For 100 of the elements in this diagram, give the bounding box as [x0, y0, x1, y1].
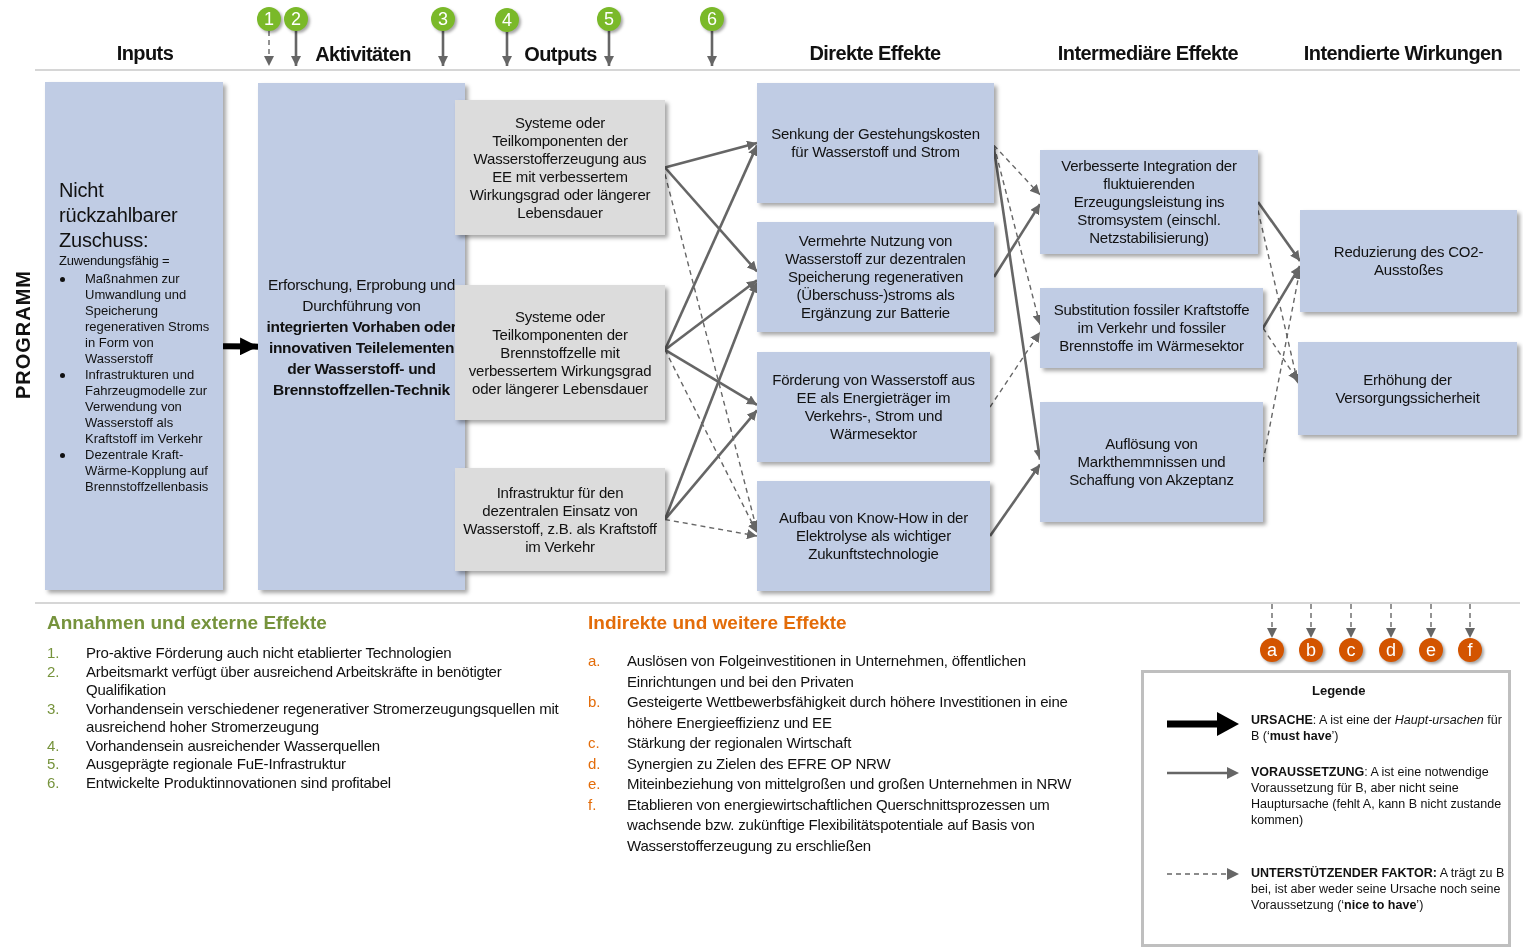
row-heading: PROGRAMM	[12, 270, 35, 400]
effect-card	[1040, 402, 1263, 522]
column-heading: Inputs	[115, 42, 175, 65]
arrow	[502, 32, 512, 66]
arrow	[993, 144, 1041, 196]
marker-text: e	[1426, 639, 1436, 662]
heading-text: Aktivitäten	[315, 43, 411, 66]
indirect-effect-marker	[1260, 638, 1284, 662]
list-item-text: Gesteigerte Wettbewerbsfähigkeit durch höhere Investitionen in eine höhere Energieeffizienz und EE	[627, 692, 1069, 733]
node-text: Senkung der Gestehungskosten für Wasserstoff und Strom	[770, 125, 981, 161]
node-text: Nicht rückzahlbarer Zuschuss:	[58, 177, 179, 253]
effect-card	[1040, 150, 1258, 254]
list-item-text: Arbeitsmarkt verfügt über ausreichend Arbeitskräfte in benötigter Qualifikation	[86, 662, 503, 700]
legend-text: VORAUSSETZUNG: A ist eine notwendige Voraussetzung für B, aber nicht seine Hauptursache (fehlt A, kann B nicht zustande kommen)	[1251, 764, 1503, 828]
marker-text: c	[1346, 639, 1356, 662]
arrow	[664, 349, 758, 534]
arrow	[1256, 201, 1302, 262]
node-text: Erforschung, Erprobung und Durchführung von integrierten Vorhaben oder innovativen Teilelementen der Wasserstoff- und Brennstoffzellen-Technik	[265, 274, 458, 400]
bullet-item-text: Maßnahmen zur Umwandlung und Speicherung regenerativen Stroms in Form von Wasserstoff	[85, 270, 211, 367]
list-item-text: Vorhandensein verschiedener regenerativer Stromerzeugungsquellen mit ausreichend hoher Stromerzeugung	[86, 699, 560, 737]
list-marker: e.	[588, 774, 602, 794]
arrow	[1262, 327, 1299, 382]
effect-card	[1298, 342, 1517, 435]
marker-text: d	[1386, 639, 1396, 662]
input-panel	[45, 82, 223, 590]
marker-text: b	[1306, 639, 1316, 662]
assumption-marker	[284, 7, 308, 31]
output-card	[455, 468, 665, 571]
activity-panel	[258, 83, 465, 590]
heading-text: Outputs	[524, 43, 597, 66]
list-marker: c.	[588, 733, 601, 753]
legend-text: URSACHE: A ist eine der Haupt-ursachen für B (‘must have’)	[1251, 712, 1503, 744]
legend-text: UNTERSTÜTZENDER FAKTOR: A trägt zu B bei, ist aber weder seine Ursache noch seine Voraussetzung (‘nice to have’)	[1251, 865, 1506, 913]
effect-card	[1300, 210, 1517, 312]
bullet-item-text: Infrastrukturen und Fahrzeugmodelle zur Verwendung von Wasserstoff als Kraftstoff im Verkehr	[85, 366, 209, 447]
arrow	[1257, 209, 1301, 385]
arrow	[664, 279, 758, 351]
node-text: Reduzierung des CO2-Ausstoßes	[1332, 243, 1485, 279]
arrow	[1267, 603, 1277, 639]
arrow	[664, 518, 758, 540]
list-item-text: Vorhandensein ausreichender Wasserquellen	[86, 736, 381, 755]
marker-text: 3	[438, 8, 448, 31]
indirect-effect-marker	[1458, 638, 1482, 662]
arrow	[1386, 603, 1396, 639]
node-text: Auflösung von Markthemmnissen und Schaffung von Akzeptanz	[1068, 435, 1235, 489]
effect-card	[757, 222, 994, 332]
node-text: Verbesserte Integration der fluktuierenden Erzeugungsleistung ins Stromsystem (einschl. Netzstabilisierung)	[1060, 157, 1238, 247]
indirect-effect-marker	[1339, 638, 1363, 662]
node-text: Substitution fossiler Kraftstoffe im Verkehr und fossiler Brennstoffe im Wärmesektor	[1052, 301, 1251, 355]
column-heading: Intendierte Wirkungen	[1302, 42, 1504, 65]
arrow	[989, 331, 1041, 408]
arrow	[1426, 603, 1436, 639]
arrow	[992, 203, 1042, 278]
arrow	[664, 348, 758, 406]
output-card	[455, 285, 665, 420]
node-text: Infrastruktur für den dezentralen Einsatz von Wasserstoff, z.B. als Kraftstoff im Verkehr	[462, 483, 658, 556]
column-heading: Intermediäre Effekte	[1056, 42, 1240, 65]
node-text: Erhöhung der Versorgungssicherheit	[1334, 370, 1481, 407]
list-marker: f.	[588, 794, 598, 815]
indirect-effect-marker	[1299, 638, 1323, 662]
arrow	[222, 337, 259, 356]
arrow	[1306, 603, 1316, 639]
node-text: Systeme oder Teilkomponenten der Wasserstofferzeugung aus EE mit verbessertem Wirkungsgrad oder längerer Lebensdauer	[468, 113, 652, 222]
node-text: Aufbau von Know-How in der Elektrolyse als wichtiger Zukunftstechnologie	[777, 509, 970, 563]
arrow	[663, 144, 759, 351]
list-marker: 6.	[47, 773, 61, 792]
assumption-marker	[700, 7, 724, 31]
list-marker: 5.	[47, 755, 61, 774]
section-heading: Indirekte und weitere Effekte	[588, 612, 847, 634]
arrow	[664, 166, 758, 273]
effect-card	[757, 352, 990, 462]
arrow	[291, 31, 301, 66]
bullet-item-text: Dezentrale Kraft-Wärme-Kopplung auf Brennstoffzellenbasis	[85, 446, 210, 495]
assumption-marker	[257, 7, 281, 31]
node-text: Förderung von Wasserstoff aus EE als Energieträger im Verkehrs-, Strom und Wärmesektor	[771, 371, 976, 443]
arrow	[663, 282, 759, 520]
marker-text: 5	[604, 8, 614, 31]
marker-text: 2	[291, 8, 301, 31]
marker-text: 4	[502, 9, 512, 32]
arrow	[1346, 603, 1356, 639]
assumption-marker	[431, 7, 455, 31]
list-item-text: Stärkung der regionalen Wirtschaft	[627, 733, 853, 753]
list-item-text: Auslösen von Folgeinvestitionen in Unternehmen, öffentlichen Einrichtungen und bei den Privaten	[627, 651, 1027, 692]
arrow	[1261, 265, 1302, 329]
arrow	[664, 409, 758, 521]
list-item-text: Entwickelte Produktinnovationen sind profitabel	[86, 773, 392, 792]
arrow	[993, 144, 1043, 326]
effect-card	[757, 481, 990, 591]
marker-text: 1	[264, 8, 274, 31]
list-item-text: Miteinbeziehung von mittelgroßen und großen Unternehmen in NRW	[627, 774, 1073, 794]
arrow	[1465, 603, 1475, 639]
marker-text: 6	[707, 8, 717, 31]
indirect-effect-marker	[1379, 638, 1403, 662]
legend-title: Legende	[1312, 683, 1366, 698]
arrow	[604, 31, 614, 66]
arrow	[988, 463, 1042, 537]
list-item-text: Pro-aktive Förderung auch nicht etablierter Technologien	[86, 644, 453, 663]
node-text: Vermehrte Nutzung von Wasserstoff zur dezentralen Speicherung regenerativen (Überschuss-)stroms als Ergänzung zur Batterie	[784, 232, 967, 322]
list-marker: b.	[588, 692, 602, 712]
node-text: Zuwendungsfähig =	[58, 252, 170, 269]
